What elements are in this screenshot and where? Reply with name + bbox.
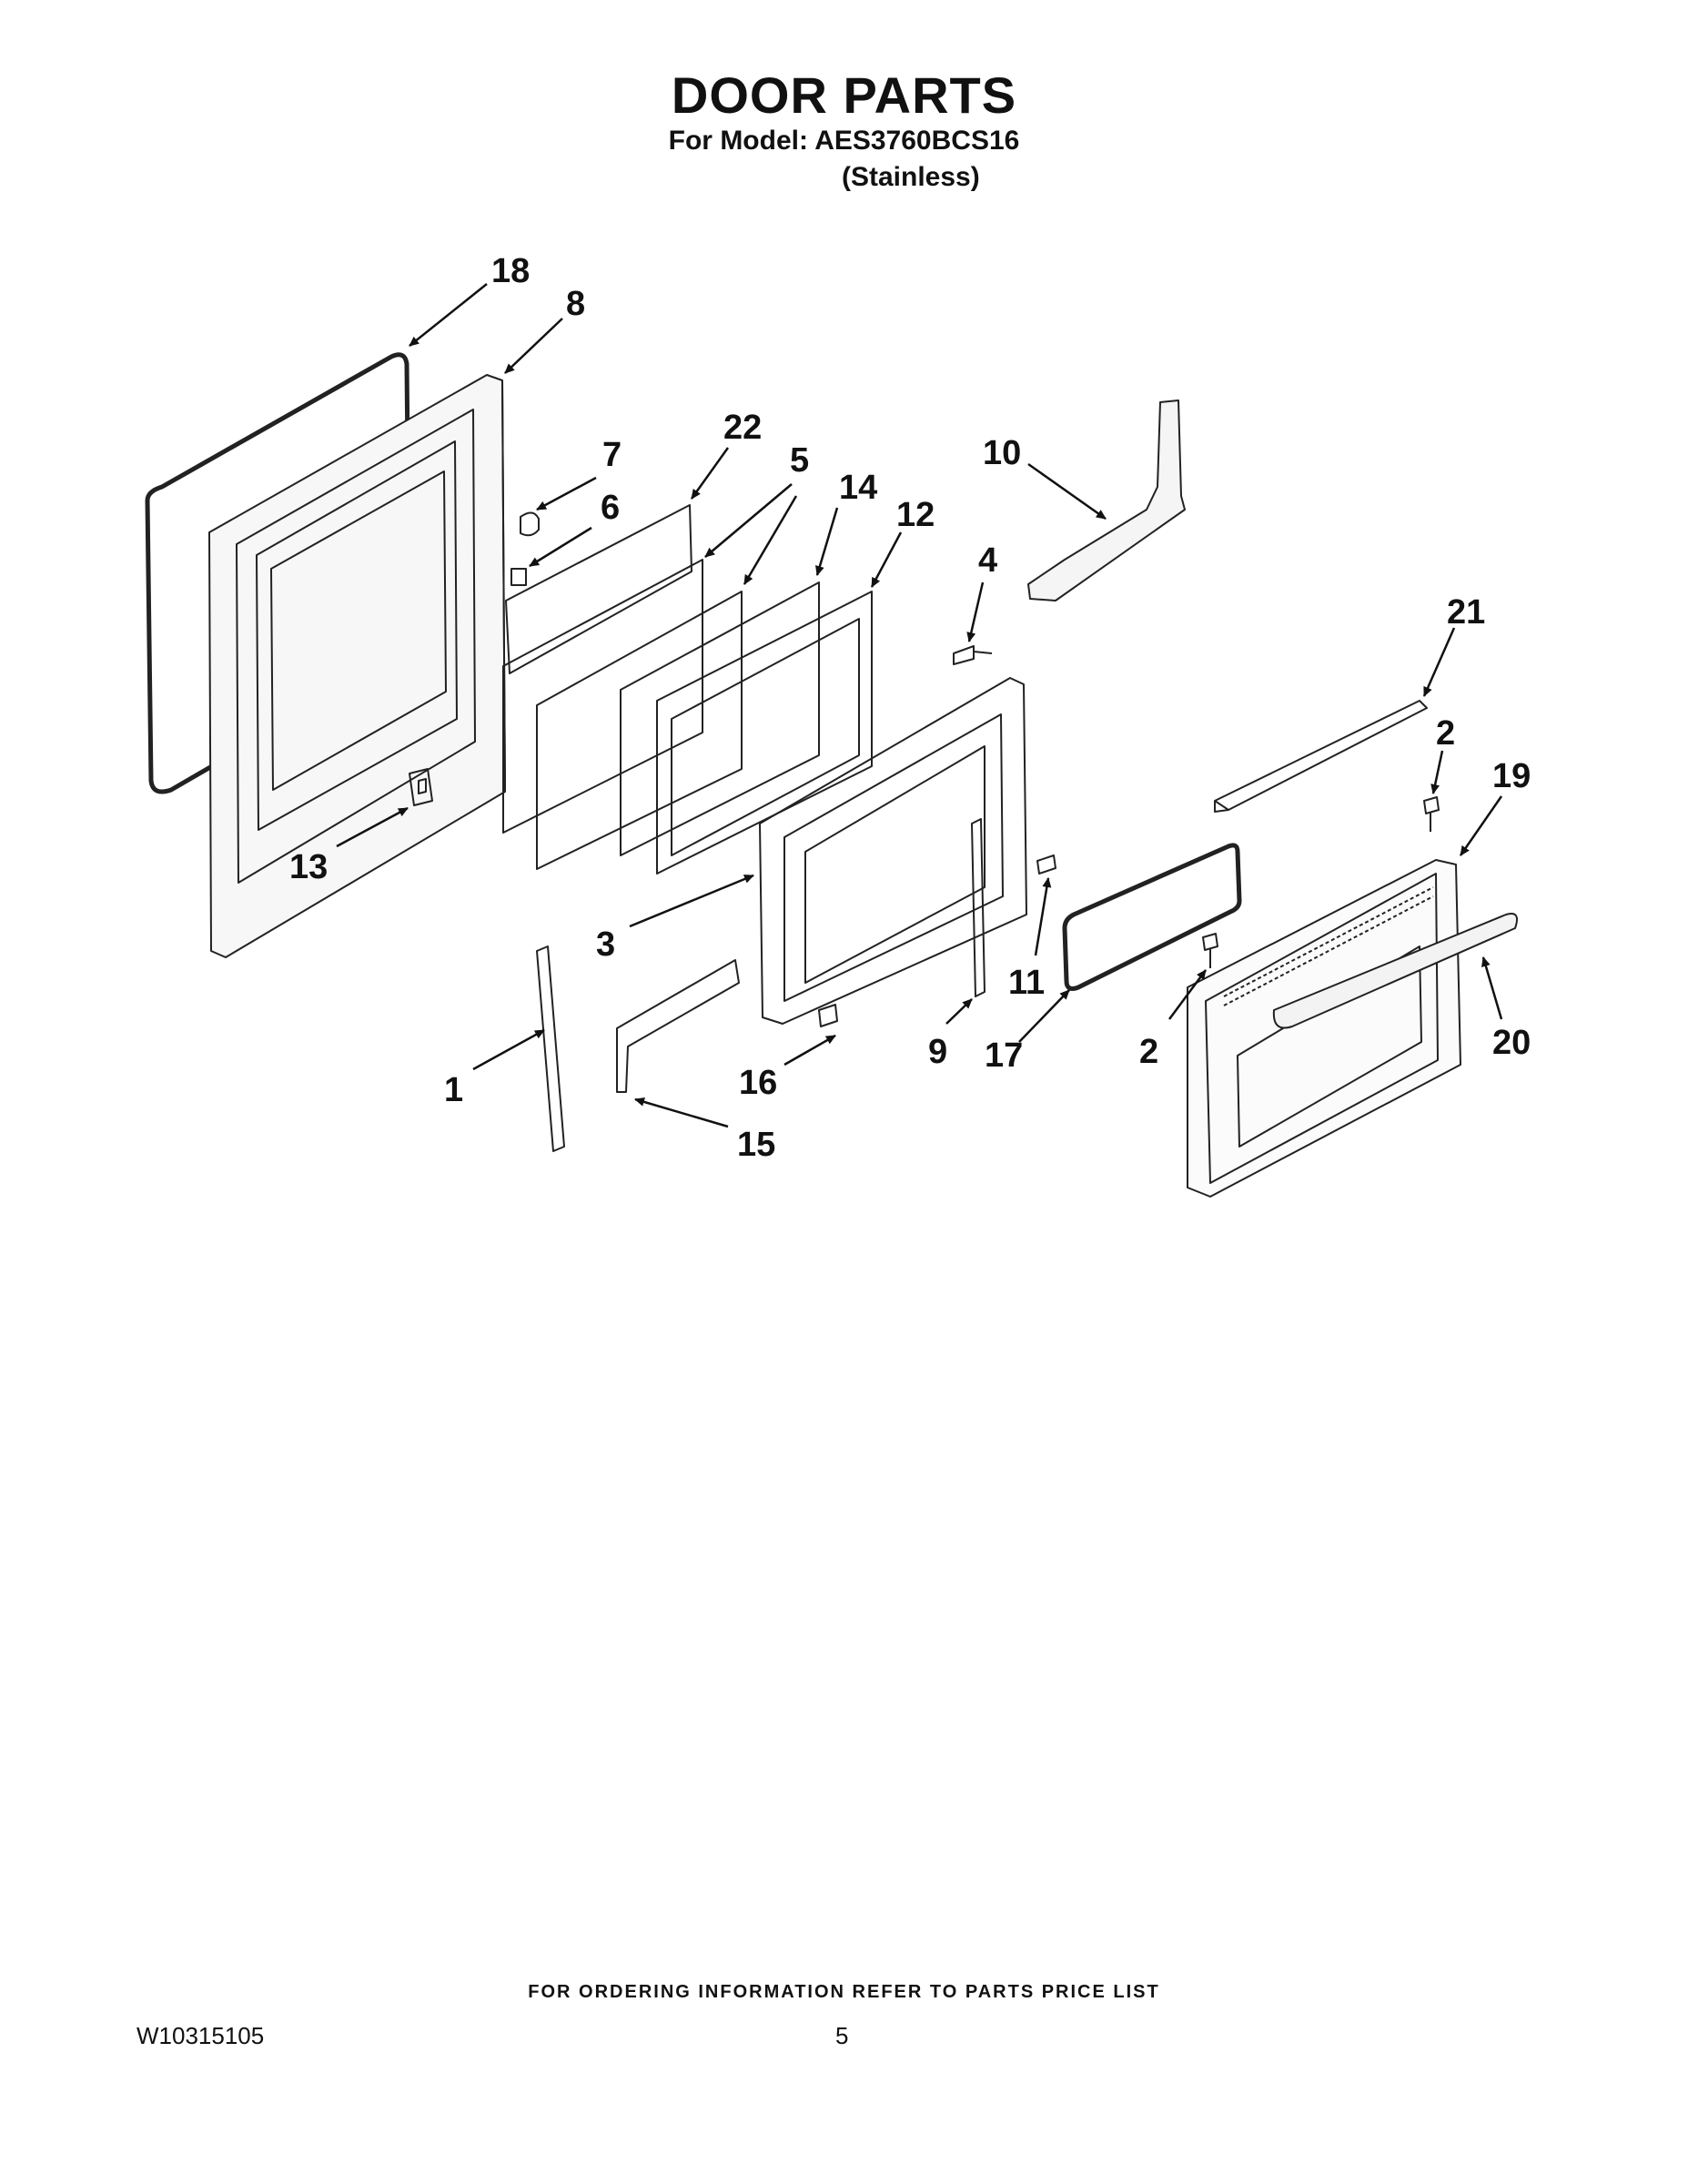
callout-2-top: 2 [1436, 714, 1455, 753]
leader-5b [743, 495, 798, 585]
leader-14 [815, 507, 839, 576]
ordering-note: FOR ORDERING INFORMATION REFER TO PARTS … [528, 1982, 1160, 2002]
part-glass-5b [536, 591, 743, 870]
page-number: 5 [835, 2022, 849, 2049]
leader-13 [336, 806, 409, 848]
leader-22 [690, 447, 730, 500]
callout-9: 9 [928, 1033, 947, 1071]
callout-3: 3 [596, 925, 615, 964]
part-screw-2-lower [1202, 933, 1218, 968]
document-number: W10315105 [136, 2022, 265, 2049]
leader-9 [945, 998, 973, 1025]
finish-line: (Stainless) [842, 162, 980, 192]
callout-6: 6 [601, 489, 620, 527]
part-glass-14 [620, 581, 820, 856]
callout-15: 15 [737, 1126, 775, 1164]
leader-17 [1018, 989, 1070, 1043]
callout-12: 12 [896, 496, 935, 534]
leader-3 [629, 874, 754, 928]
part-bracket-10 [1027, 399, 1186, 602]
leader-7 [536, 476, 597, 511]
leader-8 [504, 318, 563, 374]
callout-14: 14 [839, 469, 877, 507]
callout-16: 16 [739, 1064, 777, 1102]
callout-11: 11 [1008, 964, 1045, 1002]
callout-5: 5 [790, 441, 809, 480]
leader-2-top [1430, 750, 1444, 794]
callout-4: 4 [978, 541, 997, 580]
leader-21 [1422, 627, 1456, 697]
part-screw-11 [1036, 854, 1056, 875]
part-bumper-7 [520, 511, 540, 537]
callout-18: 18 [491, 252, 530, 290]
leader-15 [634, 1097, 729, 1128]
part-handle-20 [1272, 913, 1518, 1029]
part-window-gasket-17 [1062, 843, 1242, 991]
callout-21: 21 [1447, 593, 1485, 632]
leader-16 [783, 1034, 836, 1067]
leader-4 [966, 581, 985, 642]
leader-10 [1027, 462, 1107, 521]
part-strip-9 [971, 818, 986, 997]
part-window-frame-12 [656, 591, 873, 875]
part-bracket-15 [616, 959, 740, 1093]
part-inner-door-8 [208, 374, 506, 958]
callout-17: 17 [985, 1036, 1023, 1075]
leader-2-lower [1167, 969, 1208, 1020]
model-line: For Model: AES3760BCS16 [668, 126, 1020, 156]
part-screw-2-top [1423, 796, 1440, 832]
leader-5a [704, 483, 793, 558]
callout-2-lower: 2 [1139, 1033, 1158, 1071]
callout-13: 13 [289, 848, 328, 886]
leader-1 [472, 1028, 545, 1071]
part-clip-6 [510, 568, 527, 586]
part-top-trim-21 [1214, 700, 1428, 813]
callout-20: 20 [1492, 1024, 1531, 1062]
part-glass-22 [505, 504, 692, 674]
leader-18 [409, 283, 488, 347]
leader-11 [1034, 877, 1052, 956]
leader-19 [1459, 795, 1503, 856]
callout-22: 22 [723, 409, 762, 447]
leader-6 [529, 526, 592, 568]
callout-1: 1 [444, 1071, 463, 1109]
part-door-liner-3 [759, 677, 1027, 1025]
part-screw-4 [953, 645, 993, 665]
callout-10: 10 [983, 434, 1021, 472]
part-pad-16 [818, 1004, 838, 1027]
callout-19: 19 [1492, 757, 1531, 795]
leader-20 [1481, 956, 1503, 1020]
part-glass-5a [502, 559, 703, 834]
part-hinge-receptacle-13 [409, 768, 433, 806]
part-hinge-1 [536, 945, 565, 1152]
callout-7: 7 [602, 436, 622, 474]
callout-8: 8 [566, 285, 585, 323]
leader-12 [870, 531, 903, 588]
page-title: DOOR PARTS [671, 66, 1017, 124]
